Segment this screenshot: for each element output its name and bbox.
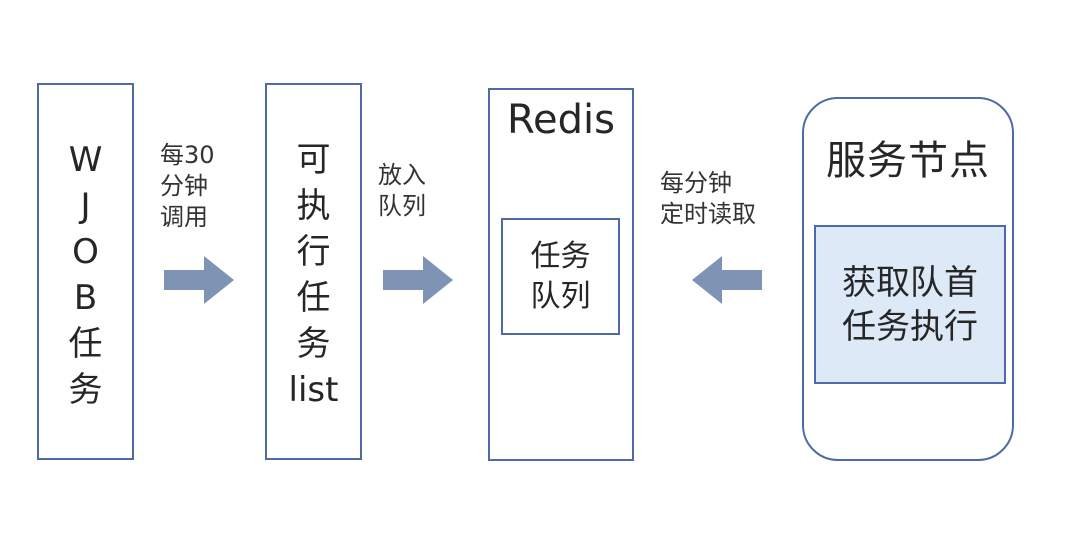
task-queue-line: 任务	[530, 238, 591, 274]
executable-task-list-label: 可 执 行 任 务 list	[267, 137, 360, 413]
edge-label-line: 放入	[378, 161, 426, 189]
wjob-task-label: W J O B 任 务	[39, 137, 132, 413]
edge-label-line: 每分钟	[660, 169, 732, 197]
wjob-char: J	[80, 186, 91, 226]
list-char: 务	[296, 324, 331, 364]
list-char: 可	[296, 140, 331, 180]
wjob-char: B	[73, 278, 98, 318]
list-char: 任	[296, 278, 331, 318]
executable-task-list-box: 可 执 行 任 务 list	[265, 83, 362, 460]
wjob-char: 任	[68, 324, 103, 364]
edge-label-line: 调用	[160, 203, 208, 231]
redis-box: Redis 任务 队列	[488, 88, 634, 461]
arrow-right-icon	[164, 256, 234, 304]
service-node-box: 服务节点 获取队首 任务执行	[802, 97, 1014, 461]
edge-label-enqueue: 放入 队列	[378, 160, 426, 222]
list-char: 执	[296, 186, 331, 226]
wjob-char: 务	[68, 370, 103, 410]
arrow-left-icon	[692, 256, 762, 304]
redis-title: Redis	[507, 97, 615, 143]
wjob-char: O	[72, 232, 99, 272]
edge-label-line: 每30	[160, 141, 215, 169]
list-char: 行	[296, 232, 331, 272]
task-queue-box: 任务 队列	[501, 218, 620, 335]
arrow-right-icon	[383, 256, 453, 304]
edge-label-line: 分钟	[160, 172, 208, 200]
wjob-task-box: W J O B 任 务	[37, 83, 134, 460]
service-node-title: 服务节点	[826, 138, 990, 184]
fetch-and-execute-line: 获取队首	[842, 262, 978, 303]
edge-label-line: 定时读取	[660, 200, 756, 228]
task-queue-line: 队列	[530, 278, 591, 314]
edge-label-call-every-30: 每30 分钟 调用	[160, 140, 215, 233]
fetch-and-execute-box: 获取队首 任务执行	[814, 225, 1006, 384]
edge-label-line: 队列	[378, 192, 426, 220]
list-char: list	[288, 370, 339, 410]
fetch-and-execute-line: 任务执行	[842, 306, 978, 347]
wjob-char: W	[68, 140, 103, 180]
edge-label-read-every-minute: 每分钟 定时读取	[660, 168, 756, 230]
